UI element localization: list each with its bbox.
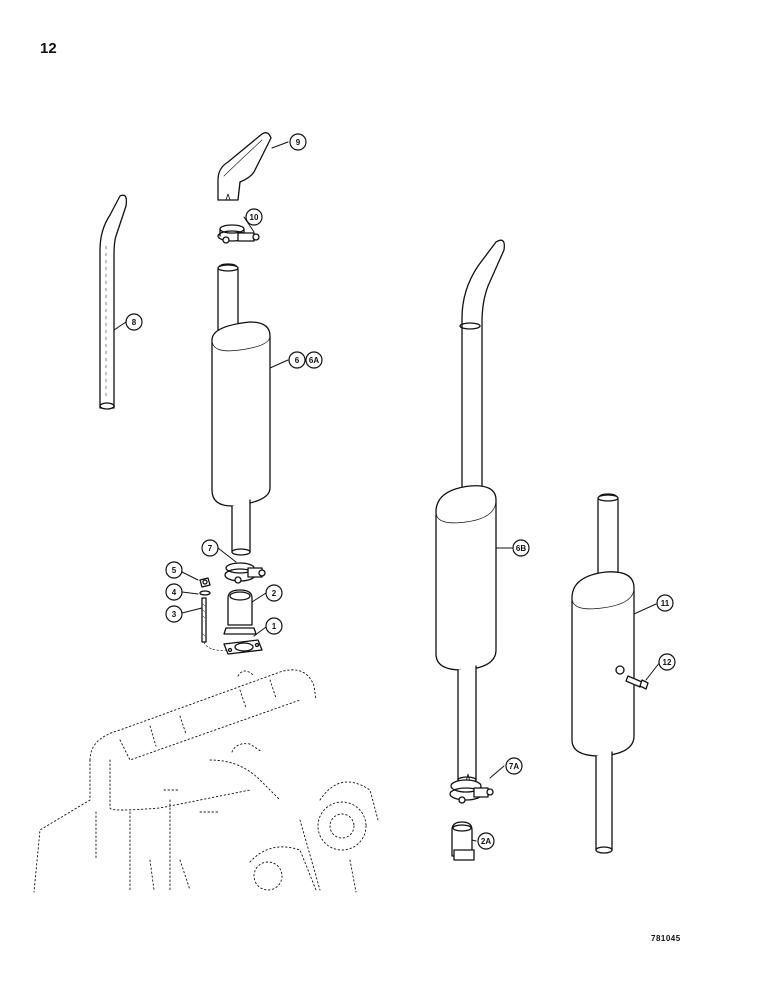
part-10-clamp bbox=[217, 224, 260, 244]
callout-2: 2 bbox=[265, 584, 283, 602]
part-7a-clamp bbox=[449, 779, 494, 804]
figure-code: 781045 bbox=[651, 934, 681, 943]
part-11-muffler bbox=[571, 493, 635, 854]
part-1-gasket bbox=[223, 639, 263, 655]
callout-6a: 6A bbox=[305, 351, 323, 369]
part-2a-adapter bbox=[451, 821, 475, 861]
callout-label-1: 1 bbox=[272, 622, 277, 631]
callout-7a: 7A bbox=[505, 757, 523, 775]
part-6b-muffler bbox=[435, 239, 505, 784]
callout-11: 11 bbox=[656, 594, 674, 612]
callout-label-4: 4 bbox=[172, 588, 177, 597]
callout-5: 5 bbox=[165, 561, 183, 579]
callout-label-7a: 7A bbox=[509, 762, 519, 771]
part-3-stud bbox=[201, 597, 229, 651]
part-9-elbow-pipe bbox=[217, 132, 272, 201]
callout-10: 10 bbox=[245, 208, 263, 226]
callout-label-10: 10 bbox=[250, 213, 259, 222]
part-12-plug bbox=[625, 675, 649, 690]
callout-label-5: 5 bbox=[172, 566, 177, 575]
part-4-washer bbox=[199, 590, 211, 596]
part-6-muffler bbox=[211, 263, 271, 556]
callout-8: 8 bbox=[125, 313, 143, 331]
page-number: 12 bbox=[40, 40, 57, 57]
callout-2a: 2A bbox=[477, 832, 495, 850]
callout-label-12: 12 bbox=[663, 658, 672, 667]
callout-label-2a: 2A bbox=[481, 837, 491, 846]
part-7-clamp bbox=[224, 562, 266, 584]
callout-label-11: 11 bbox=[661, 599, 670, 608]
callout-4: 4 bbox=[165, 583, 183, 601]
callout-label-6a: 6A bbox=[309, 356, 319, 365]
callout-label-9: 9 bbox=[296, 138, 301, 147]
callout-label-3: 3 bbox=[172, 610, 177, 619]
callout-12: 12 bbox=[658, 653, 676, 671]
callout-label-7: 7 bbox=[208, 544, 213, 553]
callout-6: 6 bbox=[288, 351, 306, 369]
engine-block bbox=[33, 669, 379, 893]
callout-1: 1 bbox=[265, 617, 283, 635]
callout-label-6: 6 bbox=[295, 356, 300, 365]
callout-9: 9 bbox=[289, 133, 307, 151]
part-8-tailpipe bbox=[99, 194, 128, 410]
callout-label-6b: 6B bbox=[516, 544, 526, 553]
callout-6b: 6B bbox=[512, 539, 530, 557]
leader-lines bbox=[113, 141, 661, 842]
part-5-nut bbox=[199, 577, 211, 588]
part-2-adapter bbox=[223, 589, 257, 635]
callout-7: 7 bbox=[201, 539, 219, 557]
callout-3: 3 bbox=[165, 605, 183, 623]
callout-label-8: 8 bbox=[132, 318, 137, 327]
callout-label-2: 2 bbox=[272, 589, 277, 598]
